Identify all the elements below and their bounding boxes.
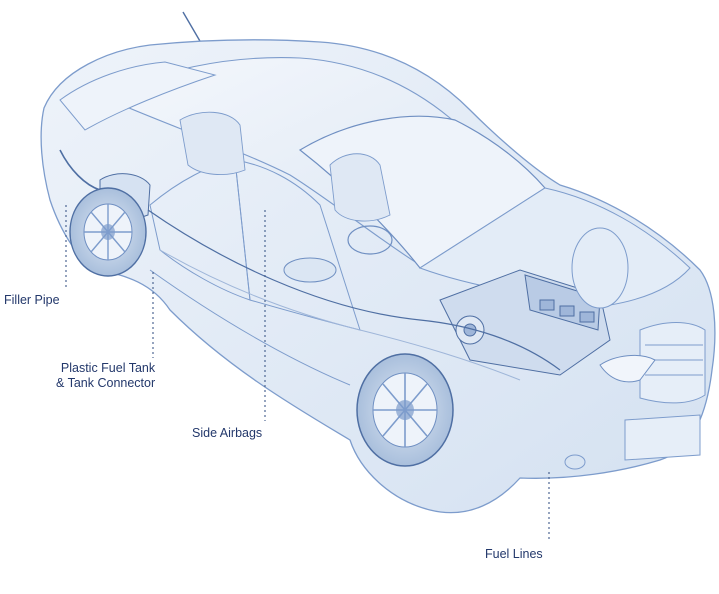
body-crease: [159, 249, 521, 381]
callout-filler-pipe: Filler Pipe: [4, 293, 60, 307]
seat-rear: [179, 111, 246, 176]
rocker-panel: [149, 269, 351, 386]
rear-window: [59, 61, 217, 131]
seat-front: [329, 153, 391, 222]
far-front-wheel: [571, 227, 629, 309]
front-wheel: [356, 353, 454, 467]
side-mirror: [283, 257, 337, 283]
rear-wheel: [69, 187, 147, 277]
fuel-line: [147, 209, 561, 371]
headlight: [599, 354, 656, 383]
steering-wheel: [347, 225, 393, 255]
callout-side-airbags: Side Airbags: [192, 426, 263, 440]
callout-plastic-fuel-tank: Plastic Fuel Tank & Tank Connector: [56, 361, 156, 390]
front-grille: [564, 322, 706, 470]
filler-pipe: [59, 149, 101, 191]
engine: [439, 269, 611, 376]
callout-fuel-lines: Fuel Lines: [485, 547, 543, 561]
